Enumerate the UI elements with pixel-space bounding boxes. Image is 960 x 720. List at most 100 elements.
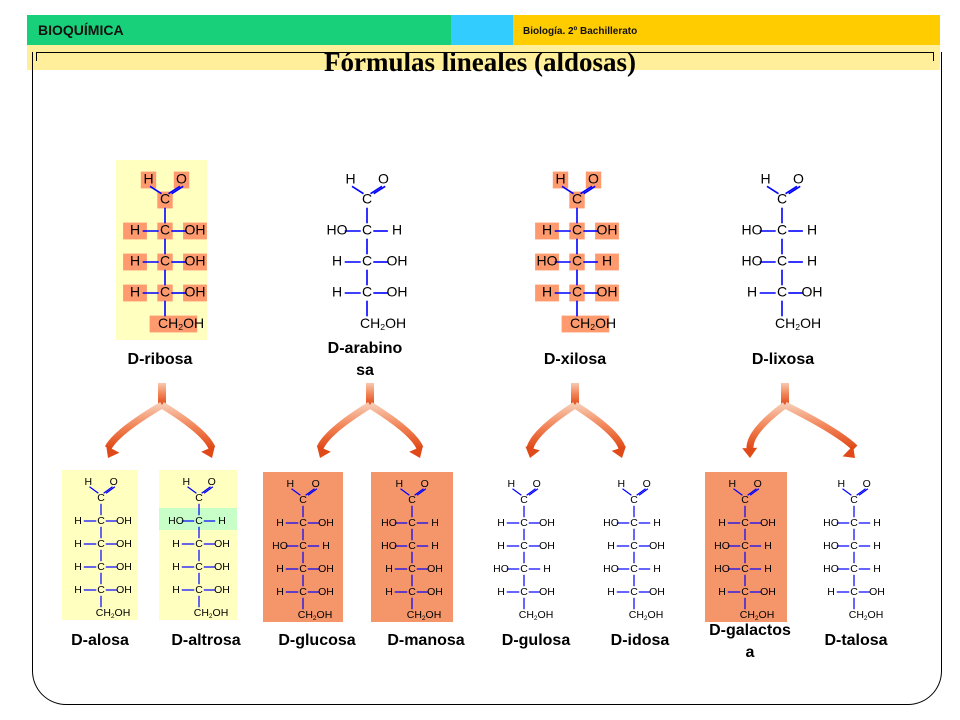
ch2oh-group: CH2OH <box>629 609 664 622</box>
substituent-right: OH <box>318 586 334 598</box>
substituent-left: H <box>827 586 835 598</box>
glucosa-box <box>263 472 343 622</box>
atom-c: C <box>97 584 105 596</box>
substituent-right: H <box>431 540 439 552</box>
atom-highlight <box>535 253 559 271</box>
atom-c: C <box>777 253 787 269</box>
bond-c1-o <box>747 488 757 496</box>
substituent-left: HO <box>603 517 619 529</box>
atom-c: C <box>408 517 416 529</box>
atom-c: C <box>572 222 582 238</box>
atom-highlight <box>569 253 585 271</box>
label-d-lixosa: D-lixosa <box>751 351 815 368</box>
arrow-right <box>160 402 216 450</box>
atom-c: C <box>777 222 787 238</box>
atom-o: O <box>176 171 187 187</box>
substituent-right: OH <box>214 538 230 550</box>
atom-o: O <box>421 478 429 490</box>
ch2oh-group: CH2OH <box>360 315 406 333</box>
atom-c: C <box>362 191 372 207</box>
atom-highlight <box>535 222 559 240</box>
atom-highlight <box>561 315 610 333</box>
atom-h: H <box>287 478 295 490</box>
arrow-right-head <box>201 445 215 458</box>
bond-c1-h <box>622 488 632 496</box>
bond-c1-o-double <box>749 488 760 496</box>
atom-c: C <box>160 222 170 238</box>
atom-c: C <box>850 517 858 529</box>
substituent-right: OH <box>214 561 230 573</box>
atom-c: C <box>777 284 787 300</box>
atom-o: O <box>312 478 320 490</box>
bond-c1-h <box>187 486 197 494</box>
substituent-left: H <box>172 584 180 596</box>
substituent-left: H <box>385 586 393 598</box>
atom-c: C <box>850 563 858 575</box>
altrosa-box <box>159 470 237 620</box>
substituent-left: HO <box>272 540 288 552</box>
atom-highlight <box>595 222 619 240</box>
atom-o: O <box>378 171 389 187</box>
atom-c: C <box>195 538 203 550</box>
ch2oh-group: CH2OH <box>740 609 775 622</box>
atom-h: H <box>183 476 191 488</box>
bond-c1-o <box>785 185 798 195</box>
substituent-right: OH <box>597 284 618 300</box>
label-d-arabinosa-text: D-arabinosa <box>327 340 403 379</box>
atom-c: C <box>630 517 638 529</box>
atom-c: C <box>299 494 307 506</box>
arrow-right-head <box>842 445 855 458</box>
atom-c: C <box>195 492 203 504</box>
substituent-left: H <box>74 515 82 527</box>
substituent-left: HO <box>823 517 839 529</box>
galactosa-box <box>705 472 787 622</box>
substituent-left: HO <box>823 563 839 575</box>
bond-c1-h <box>512 488 522 496</box>
atom-highlight <box>595 284 619 302</box>
substituent-right: H <box>602 253 612 269</box>
header-stripe <box>27 45 940 70</box>
substituent-left: HO <box>823 540 839 552</box>
bond-c1-o <box>103 486 113 494</box>
arrow-left <box>104 401 164 450</box>
label-d-galactosa-text: D-galactosa <box>709 622 791 661</box>
bond-c1-o-double <box>203 486 214 494</box>
substituent-right: OH <box>387 284 408 300</box>
substituent-left: H <box>276 586 284 598</box>
substituent-right: OH <box>539 540 555 552</box>
atom-c: C <box>630 494 638 506</box>
substituent-right: OH <box>649 540 665 552</box>
header-middle-band <box>451 15 513 45</box>
label-d-glucosa: D-glucosa <box>278 632 356 649</box>
label-d-manosa: D-manosa <box>387 632 465 649</box>
arrow-stem <box>571 383 579 405</box>
bond-c1-o-double <box>583 185 596 195</box>
bond-c1-o <box>370 185 383 195</box>
atom-o: O <box>863 478 871 490</box>
atom-c: C <box>299 540 307 552</box>
atom-c: C <box>741 517 749 529</box>
ch2oh-group: CH2OH <box>194 607 229 620</box>
atom-highlight <box>569 191 585 209</box>
substituent-right: OH <box>649 586 665 598</box>
atom-highlight <box>140 171 157 189</box>
substituent-left: H <box>542 222 552 238</box>
atom-c: C <box>195 561 203 573</box>
atom-c: C <box>97 538 105 550</box>
arrow-stem <box>158 383 166 405</box>
header-left-band <box>27 15 451 45</box>
bond-c1-o <box>580 185 593 195</box>
bond-c1-o <box>201 486 211 494</box>
substituent-left: HO <box>537 253 558 269</box>
atom-c: C <box>408 540 416 552</box>
bond-c1-o-double <box>307 488 318 496</box>
atom-highlight <box>183 284 207 302</box>
atom-h: H <box>508 478 516 490</box>
atom-c: C <box>299 586 307 598</box>
